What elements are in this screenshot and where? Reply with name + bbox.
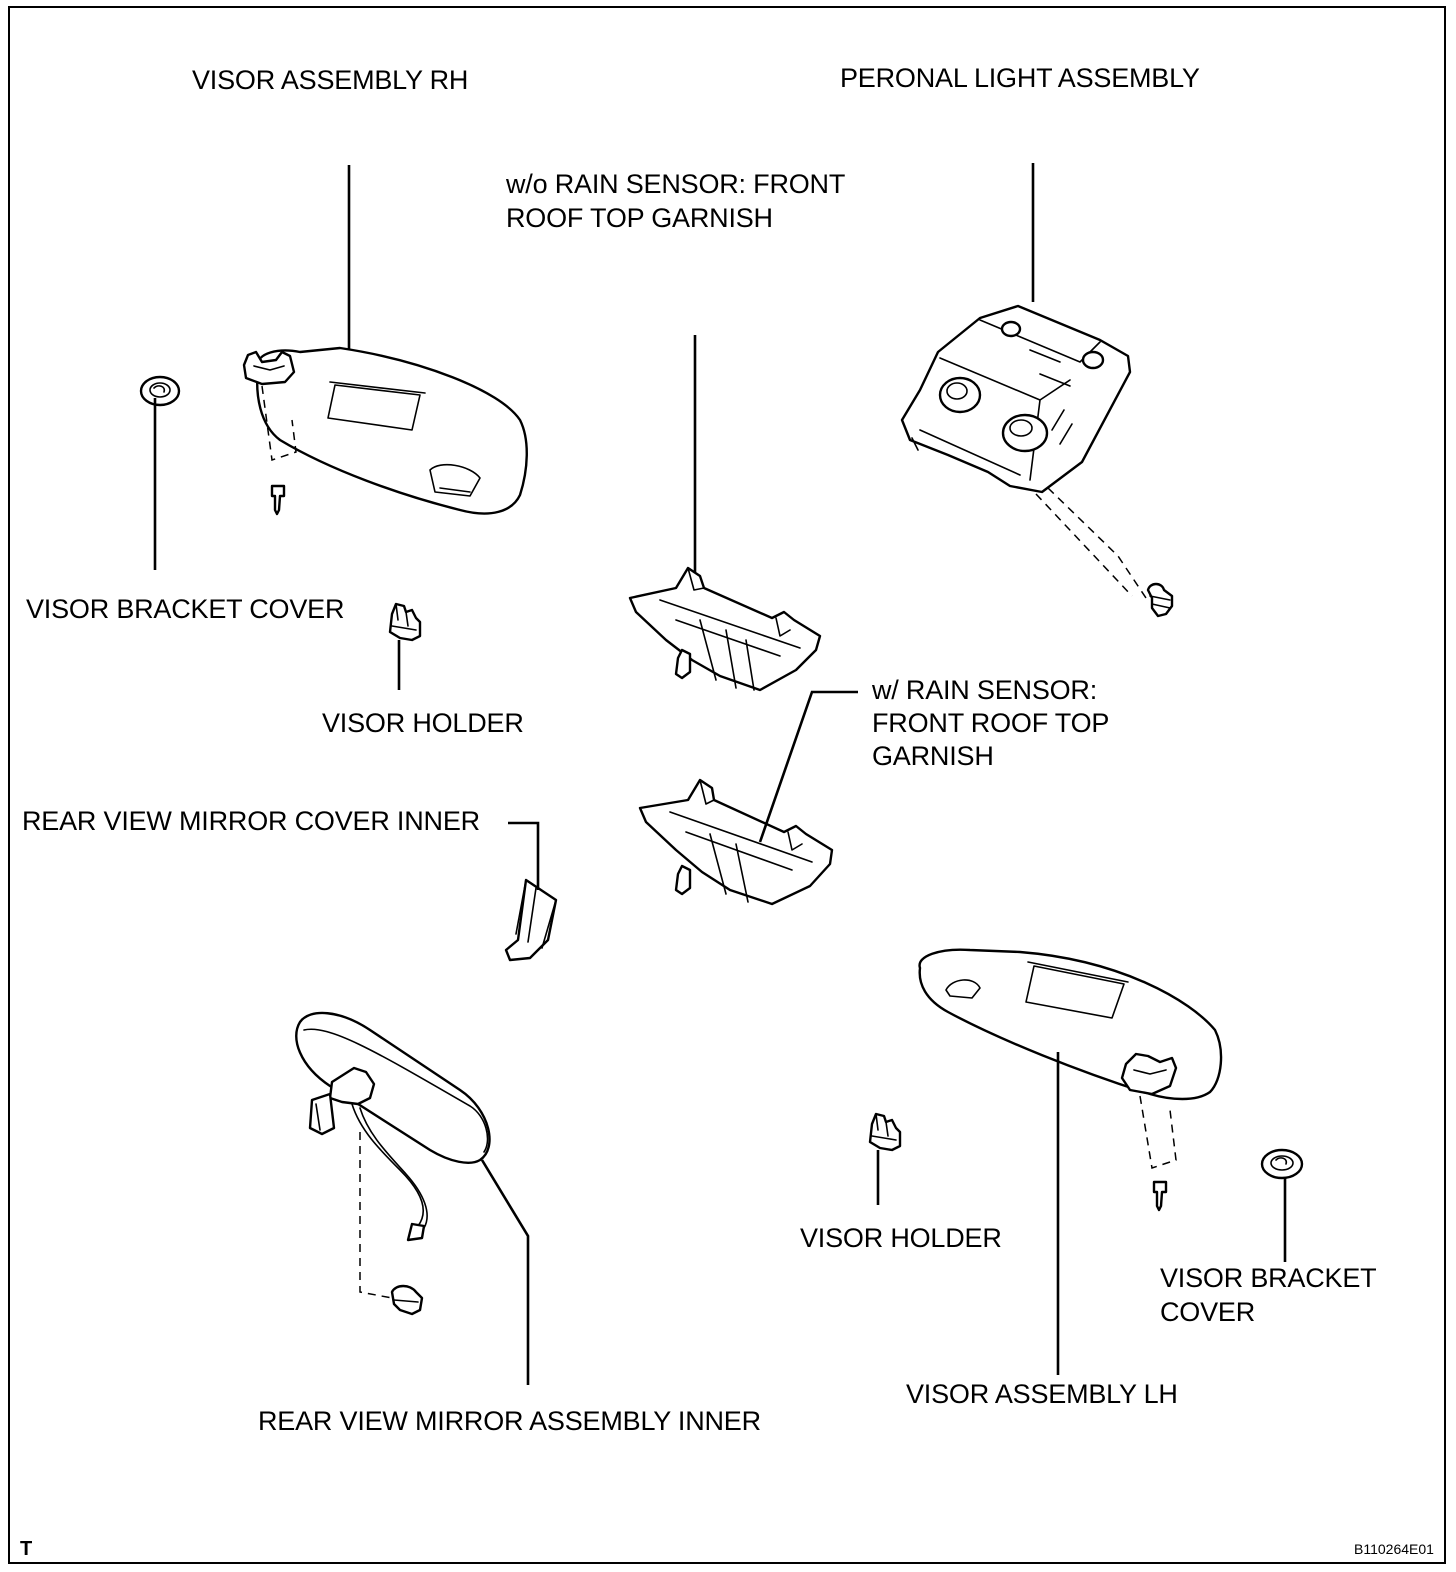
- label-visor-holder-rh: VISOR HOLDER: [322, 708, 524, 738]
- visor-bracket-cover-lh-drawing: [1260, 1148, 1304, 1262]
- label-visor-assembly-rh: VISOR ASSEMBLY RH: [192, 65, 469, 95]
- rear-view-mirror-cover-inner-drawing: [504, 821, 558, 962]
- visor-bracket-cover-rh-drawing: [139, 375, 181, 570]
- label-rear-view-mirror-cover-inner: REAR VIEW MIRROR COVER INNER: [22, 806, 480, 836]
- label-visor-assembly-lh: VISOR ASSEMBLY LH: [906, 1379, 1178, 1409]
- rear-view-mirror-assembly-inner-drawing: [295, 1011, 530, 1385]
- label-w-rain-sensor-line3: GARNISH: [872, 741, 994, 771]
- personal-light-assembly-drawing: [900, 163, 1174, 618]
- label-rear-view-mirror-assembly-inner: REAR VIEW MIRROR ASSEMBLY INNER: [258, 1406, 761, 1436]
- label-visor-bracket-cover-lh-line2: COVER: [1160, 1297, 1256, 1327]
- label-personal-light-assembly: PERONAL LIGHT ASSEMBLY: [840, 63, 1200, 93]
- visor-assembly-rh-drawing: [242, 165, 528, 516]
- label-w-rain-sensor-line1: w/ RAIN SENSOR:: [872, 675, 1098, 705]
- label-wo-rain-sensor-line2: ROOF TOP GARNISH: [506, 203, 773, 233]
- label-wo-rain-sensor-line1: w/o RAIN SENSOR: FRONT: [506, 169, 846, 199]
- label-w-rain-sensor-line2: FRONT ROOF TOP: [872, 708, 1110, 738]
- figure-code: B110264E01: [1354, 1541, 1434, 1557]
- visor-holder-lh-drawing: [868, 1112, 902, 1205]
- label-visor-bracket-cover-rh: VISOR BRACKET COVER: [26, 594, 345, 624]
- visor-holder-rh-drawing: [388, 602, 422, 690]
- front-roof-top-garnish-wo-rain-sensor-drawing: [628, 335, 822, 692]
- visor-assembly-lh-drawing: [918, 948, 1223, 1375]
- front-roof-top-garnish-w-rain-sensor-drawing: [638, 690, 858, 906]
- corner-mark: T: [20, 1538, 33, 1560]
- label-visor-holder-lh: VISOR HOLDER: [800, 1223, 1002, 1253]
- label-visor-bracket-cover-lh-line1: VISOR BRACKET: [1160, 1263, 1377, 1293]
- diagram-frame: [8, 6, 1446, 1564]
